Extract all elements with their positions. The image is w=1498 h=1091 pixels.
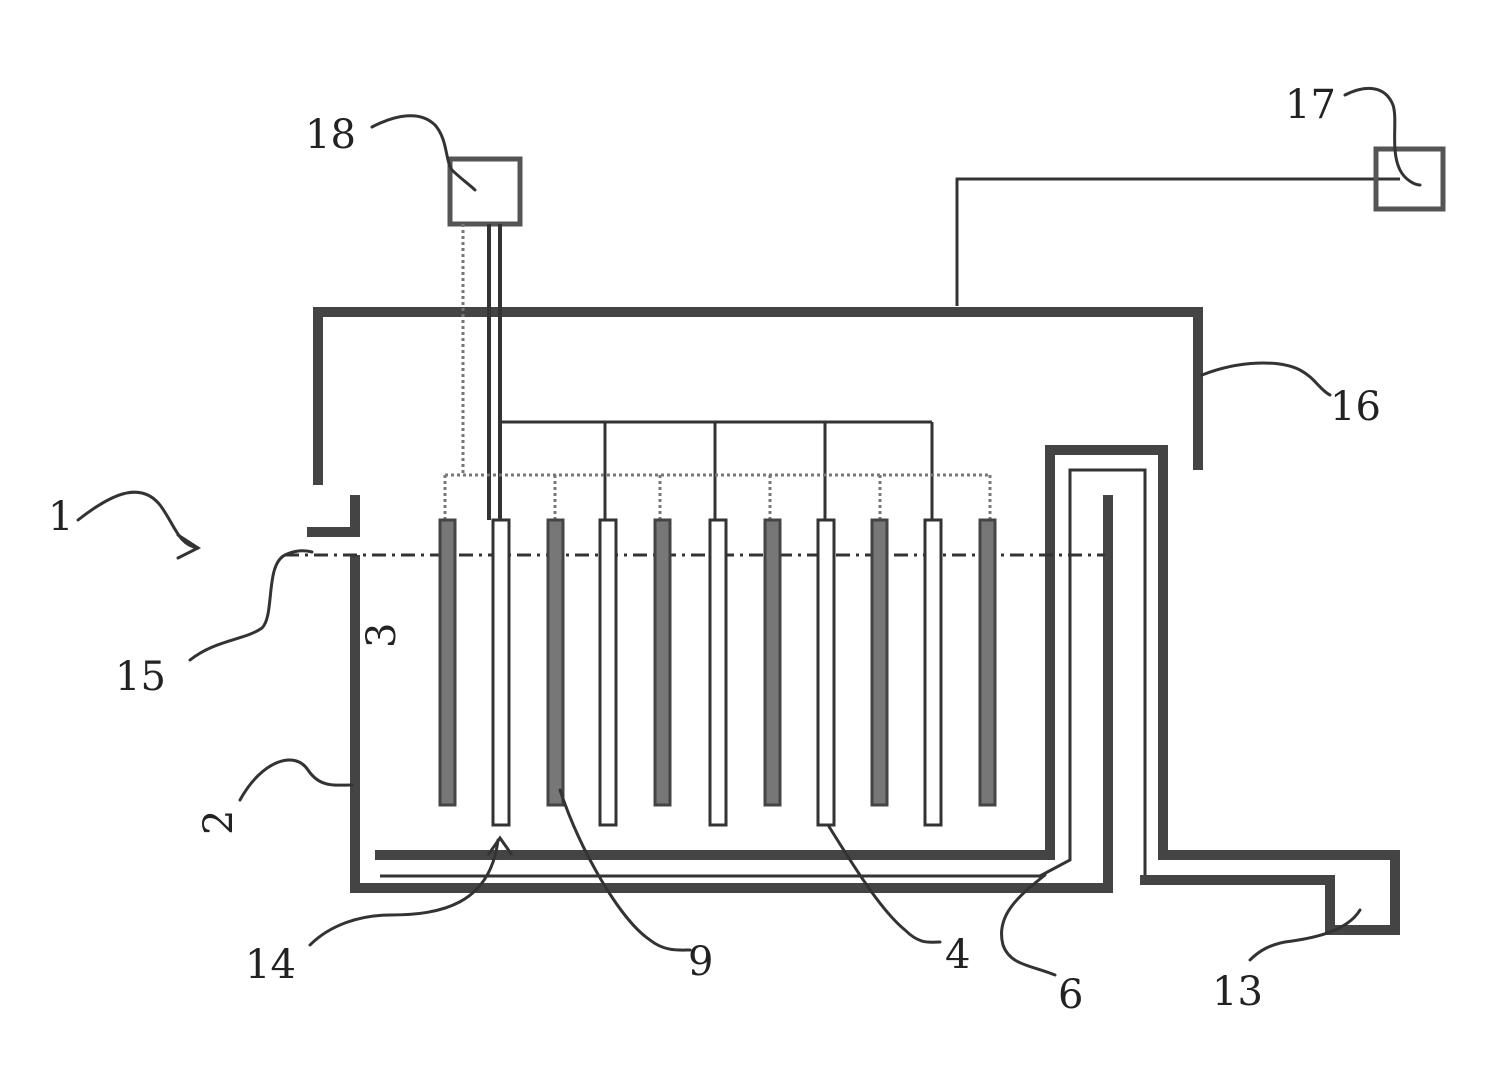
- label-9: 9: [688, 939, 713, 985]
- electrode: [440, 520, 455, 805]
- electrode: [600, 520, 616, 825]
- bus-bar-solid: [500, 422, 932, 520]
- leader-1: [78, 492, 198, 548]
- label-1: 1: [48, 494, 73, 540]
- leader-2: [240, 760, 352, 800]
- label-17: 17: [1285, 82, 1336, 128]
- label-2: 2: [196, 810, 242, 835]
- unit-18-box: [450, 159, 520, 224]
- electrode: [710, 520, 726, 825]
- electrode: [925, 520, 941, 825]
- label-15: 15: [115, 654, 166, 700]
- electrode-array: [440, 520, 995, 825]
- label-3: 3: [359, 623, 405, 648]
- electrode: [655, 520, 670, 805]
- label-13: 13: [1212, 969, 1263, 1015]
- leader-17: [1345, 88, 1420, 185]
- label-16: 16: [1330, 384, 1381, 430]
- electrode: [818, 520, 834, 825]
- electrode: [493, 520, 509, 825]
- line-to-unit-17: [957, 179, 1400, 306]
- leader-9: [560, 790, 690, 950]
- leader-16: [1202, 363, 1330, 395]
- electrode: [548, 520, 563, 805]
- electrode: [765, 520, 780, 805]
- outlet-pipe: [1145, 855, 1395, 930]
- leader-15: [190, 551, 312, 660]
- bus-bar-dotted: [445, 475, 990, 520]
- label-4: 4: [945, 932, 970, 978]
- leader-18: [372, 116, 475, 190]
- label-14: 14: [245, 942, 296, 988]
- label-18: 18: [305, 112, 356, 158]
- electrode: [872, 520, 887, 805]
- electrode: [980, 520, 995, 805]
- arrowhead-1: [178, 535, 198, 558]
- label-6: 6: [1058, 972, 1083, 1018]
- bottom-inner-line: [380, 470, 1330, 880]
